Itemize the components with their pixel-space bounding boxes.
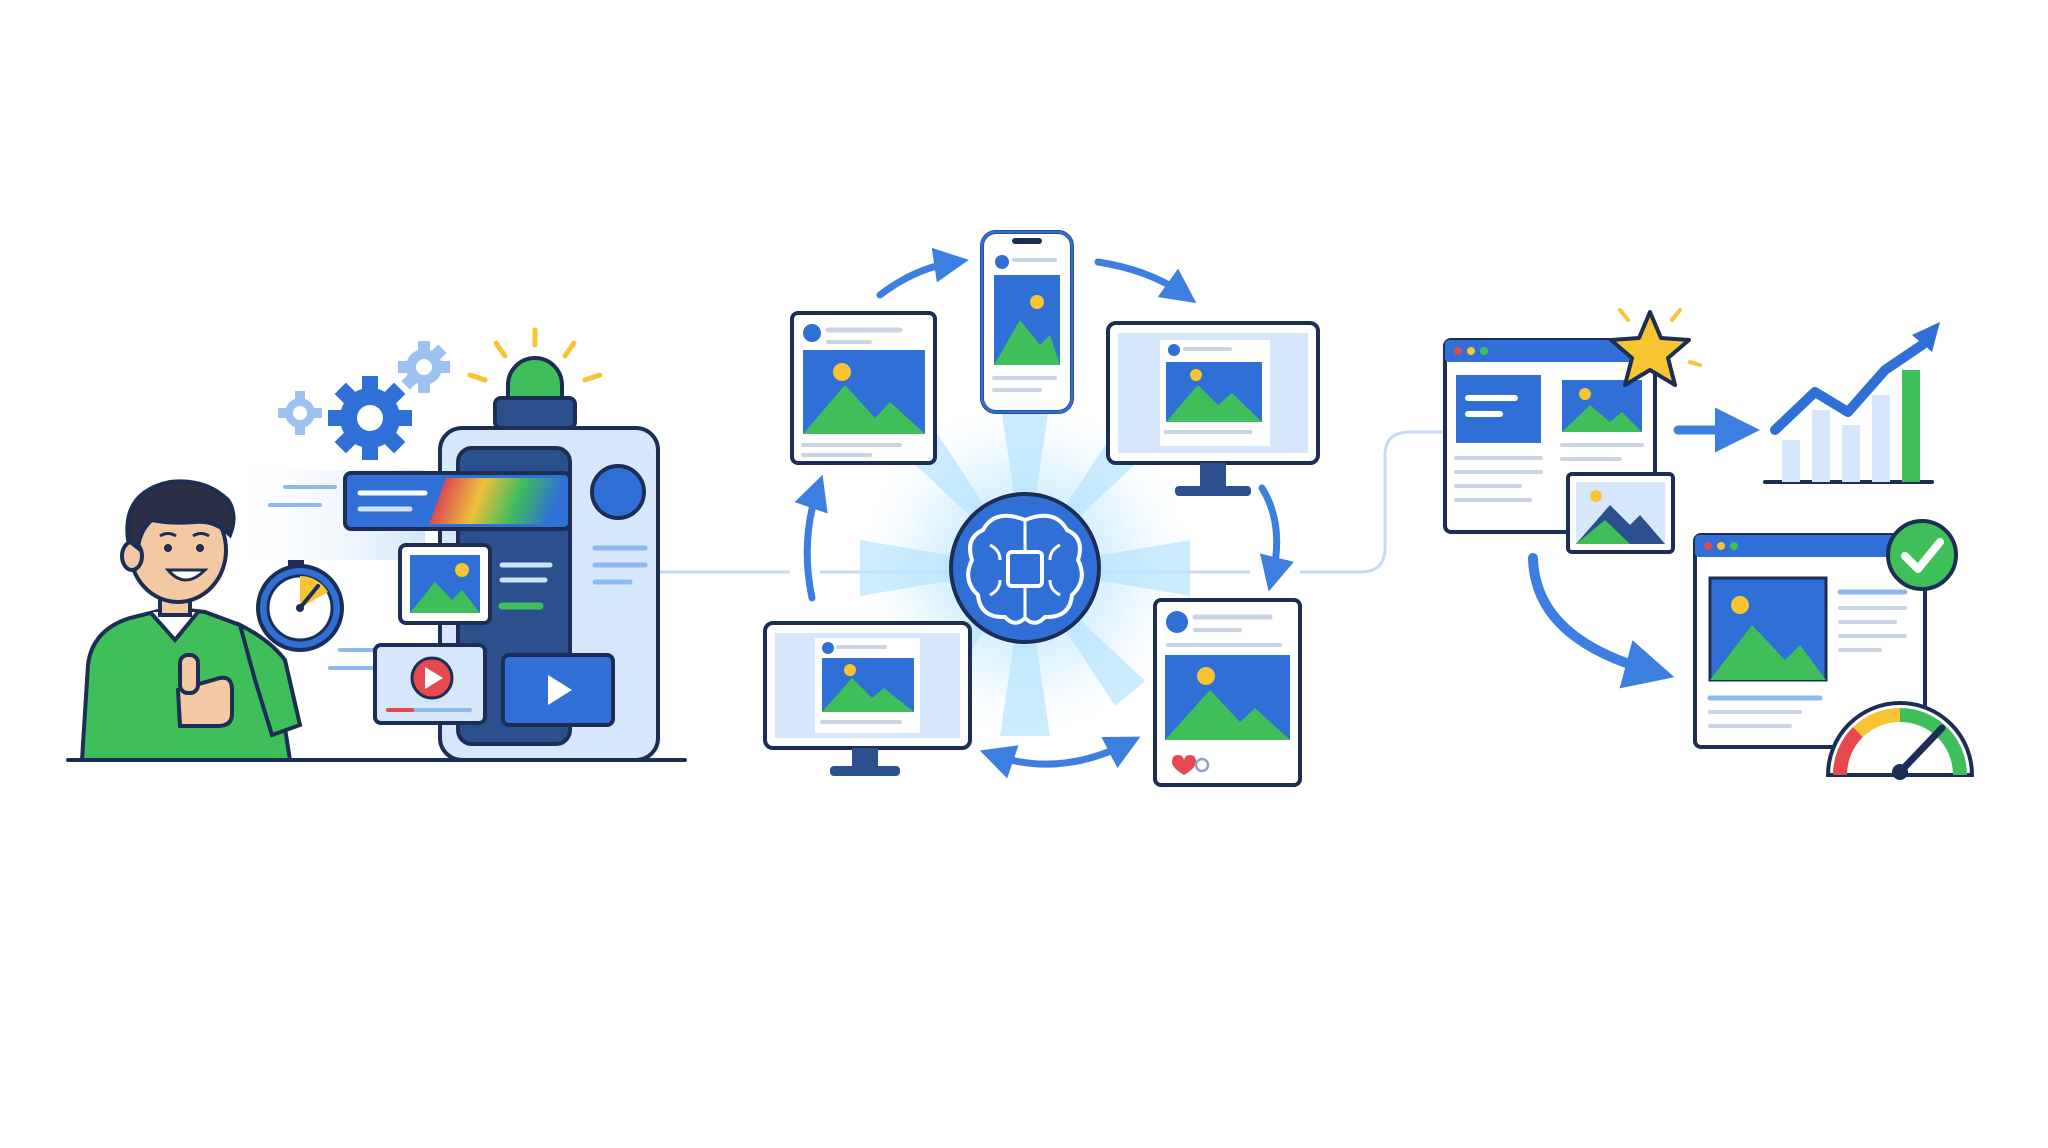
stopwatch-icon bbox=[256, 560, 344, 652]
stage-ai-distribution bbox=[763, 230, 1320, 787]
speed-lines bbox=[225, 470, 425, 670]
check-badge-icon bbox=[1886, 519, 1958, 591]
server-text-lines bbox=[498, 562, 553, 610]
connector-right bbox=[1300, 430, 1445, 574]
progress-panel bbox=[343, 471, 572, 531]
monitor-icon bbox=[1106, 321, 1320, 496]
video-card bbox=[373, 643, 487, 725]
person-with-stopwatch-icon bbox=[79, 479, 340, 762]
play-icon bbox=[425, 667, 443, 689]
cycle-arrows bbox=[794, 247, 1294, 779]
play-icon bbox=[548, 675, 572, 705]
growth-chart-icon bbox=[1763, 322, 1940, 484]
gear-icon bbox=[328, 376, 412, 460]
monitor-icon bbox=[763, 621, 972, 776]
star-icon bbox=[1609, 308, 1702, 387]
ai-brain-icon bbox=[949, 492, 1101, 644]
comment-icon bbox=[1194, 757, 1210, 773]
arrow-icon bbox=[1094, 258, 1197, 304]
image-icon bbox=[1566, 472, 1675, 554]
arrow-icon bbox=[876, 247, 969, 299]
arrow-icon bbox=[1258, 484, 1294, 592]
arrow-icon bbox=[979, 736, 1141, 779]
speed-gauge-icon bbox=[1825, 701, 1975, 780]
arrow-icon bbox=[794, 474, 828, 602]
gear-small-icon bbox=[278, 391, 322, 435]
gear-small-icon bbox=[398, 341, 450, 393]
stage-optimized-results bbox=[1443, 308, 1975, 780]
video-player bbox=[501, 653, 615, 727]
image-card bbox=[398, 543, 492, 625]
social-post-icon bbox=[1153, 598, 1302, 787]
stage-creation bbox=[66, 327, 687, 762]
smartphone-icon bbox=[980, 230, 1074, 414]
alarm-light-icon bbox=[467, 327, 603, 430]
browser-window-icon bbox=[1693, 533, 1927, 749]
arrow-icon bbox=[1528, 553, 1675, 689]
social-post-icon bbox=[790, 311, 937, 465]
heart-icon bbox=[1172, 755, 1196, 775]
